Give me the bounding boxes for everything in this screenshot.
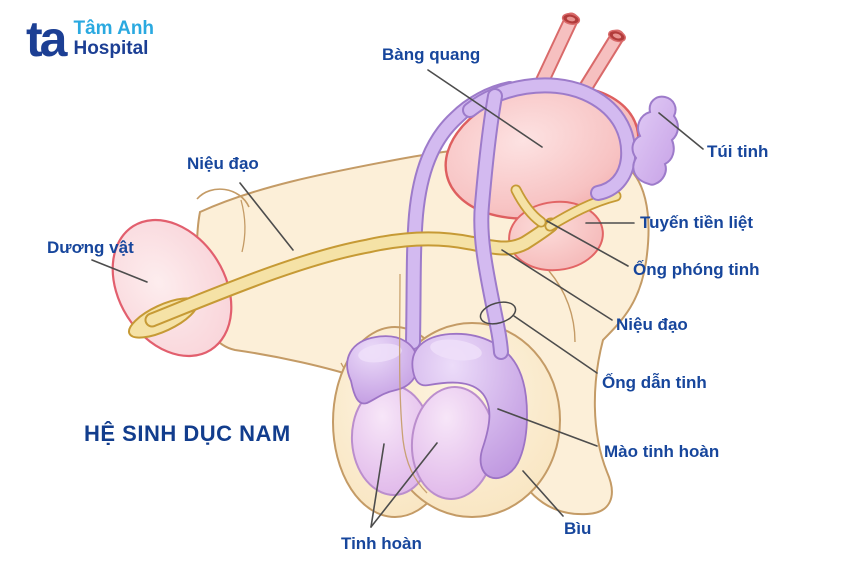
mao-tinh-hoan-line bbox=[497, 408, 598, 447]
glans-corona-crease bbox=[240, 199, 246, 253]
label-ong-dan-tinh: Ống dẫn tinh bbox=[602, 373, 707, 392]
tui-tinh-line bbox=[658, 112, 704, 150]
label-nieu-dao-right: Niệu đạo bbox=[616, 315, 688, 334]
logo-ta-mark: ta bbox=[26, 11, 68, 67]
groin-crease bbox=[548, 270, 576, 343]
label-tinh-hoan: Tinh hoàn bbox=[341, 534, 422, 553]
ong-dan-tinh-line bbox=[513, 315, 598, 374]
label-tui-tinh: Túi tinh bbox=[707, 142, 769, 161]
tinh-hoan-line-left bbox=[370, 443, 385, 528]
seminal-vesicle bbox=[631, 95, 679, 186]
label-duong-vat: Dương vật bbox=[47, 238, 134, 257]
label-ong-phong-tinh: Ống phóng tinh bbox=[633, 260, 760, 279]
vas-deferens-arc bbox=[464, 79, 635, 199]
ong-phong-tinh-line bbox=[546, 220, 629, 267]
left-ureter-lumen bbox=[566, 16, 576, 22]
tinh-hoan-line-right bbox=[370, 442, 438, 528]
bang-quang-line bbox=[427, 69, 543, 148]
logo-names: Tâm Anh Hospital bbox=[73, 19, 154, 59]
hospital-logo: ta Tâm Anh Hospital bbox=[26, 14, 154, 64]
urethra bbox=[146, 219, 557, 326]
right-epididymis bbox=[411, 332, 528, 479]
foreskin-fold-crease bbox=[196, 188, 250, 208]
right-vas-deferens bbox=[475, 90, 507, 358]
left-epididymis-highlight bbox=[358, 343, 402, 363]
label-tuyen-tien-liet: Tuyến tiền liệt bbox=[640, 213, 754, 232]
leader-lines bbox=[91, 69, 704, 528]
nieu-dao-right-line bbox=[501, 249, 613, 321]
logo-name-line2: Hospital bbox=[73, 38, 149, 59]
diagram-title: HỆ SINH DỤC NAM bbox=[84, 421, 291, 446]
duong-vat-line bbox=[91, 259, 148, 283]
logo-name-line1: Tâm Anh bbox=[73, 18, 155, 40]
label-mao-tinh-hoan: Mào tinh hoàn bbox=[604, 442, 720, 461]
label-nieu-dao-left: Niệu đạo bbox=[187, 154, 259, 173]
bladder-neck-urethra bbox=[512, 186, 545, 226]
right-epididymis-highlight bbox=[430, 339, 482, 361]
scrotal-raphe-line bbox=[398, 273, 428, 494]
biu-line bbox=[522, 470, 564, 517]
spermatic-cord-ring-marker bbox=[479, 301, 517, 325]
right-ureter-lumen bbox=[612, 33, 622, 39]
label-bang-quang: Bàng quang bbox=[382, 45, 481, 64]
nieu-dao-left-line bbox=[239, 182, 294, 251]
label-biu: Bìu bbox=[564, 519, 592, 538]
